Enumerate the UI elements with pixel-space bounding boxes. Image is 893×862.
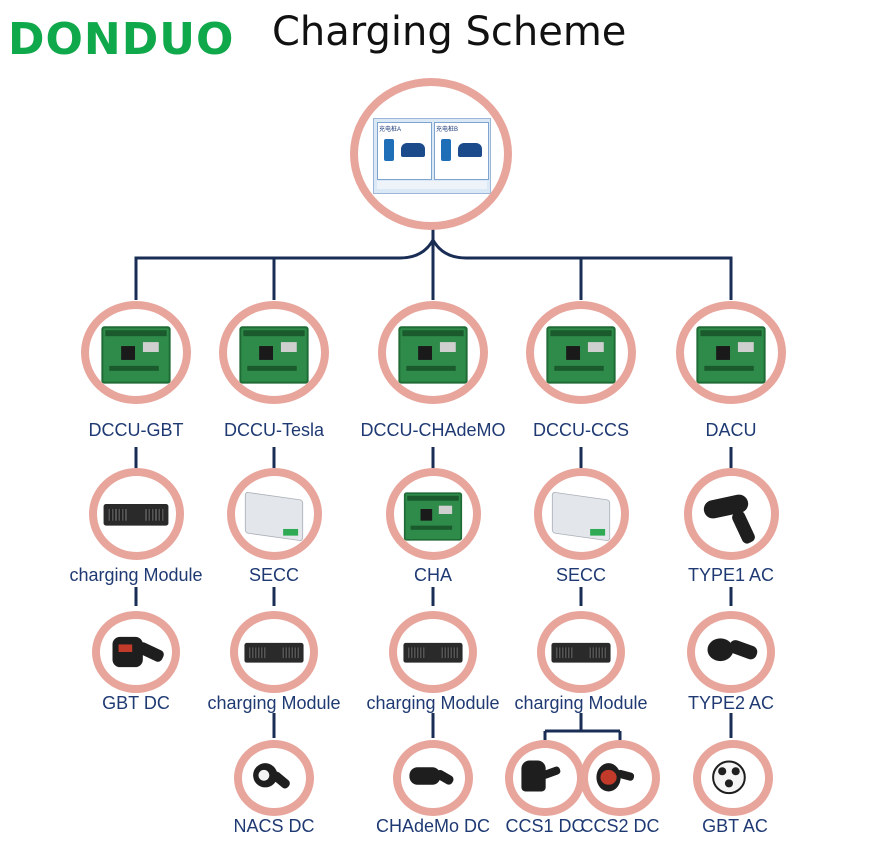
- screen-panel-b-title: 充电桩B: [436, 127, 459, 133]
- root-node: 充电桩A 充电桩B: [350, 78, 512, 230]
- level3-node-2: [230, 611, 318, 693]
- brand-logo: DONDUO: [8, 14, 235, 65]
- level1-label-4: DCCU-CCS: [533, 420, 629, 440]
- level3-label-3: charging Module: [366, 693, 500, 713]
- branch-left: [134, 239, 435, 300]
- level4-label-1: NACS DC: [233, 816, 315, 836]
- level4-node-5: [693, 740, 773, 816]
- branch-right: [431, 239, 733, 300]
- car-icon: [458, 143, 482, 157]
- level1-node-1: [81, 300, 191, 404]
- screen-panel-a-title: 充电桩A: [379, 127, 402, 133]
- nacs-dc-connector-icon: [244, 751, 305, 805]
- level3-node-5: [687, 611, 775, 693]
- level1-node-5: [676, 300, 786, 404]
- page-title: Charging Scheme: [272, 9, 627, 55]
- screen-status-bar: [377, 181, 487, 189]
- chademo-dc-connector-icon: [403, 751, 464, 805]
- level2-node-4: [533, 468, 629, 560]
- car-icon: [401, 143, 425, 157]
- level3-label-2: charging Module: [207, 693, 341, 713]
- pcb-board-icon: [388, 312, 477, 391]
- level2-label-4: SECC: [555, 565, 607, 585]
- level3-node-3: [389, 611, 477, 693]
- charging-module-icon: [399, 622, 467, 683]
- level1-label-5: DACU: [705, 420, 757, 440]
- level1-label-2: DCCU-Tesla: [223, 420, 325, 440]
- level3-node-1: [92, 611, 180, 693]
- level2-node-2: [226, 468, 322, 560]
- level4-node-4: [580, 740, 660, 816]
- ccs1-dc-connector-icon: [515, 751, 576, 805]
- level2-label-3: CHA: [413, 565, 453, 585]
- level3-label-4: charging Module: [514, 693, 648, 713]
- level4-node-2: [393, 740, 473, 816]
- level1-node-3: [378, 300, 488, 404]
- level1-label-3: DCCU-CHAdeMO: [360, 420, 506, 440]
- level2-label-2: SECC: [248, 565, 300, 585]
- level4-label-4: CCS2 DC: [580, 816, 660, 836]
- level2-label-5: TYPE1 AC: [687, 565, 775, 585]
- level2-node-5: [683, 468, 779, 560]
- charger-icon: [441, 139, 451, 161]
- level4-node-1: [234, 740, 314, 816]
- level4-node-3: [505, 740, 585, 816]
- charging-module-icon: [99, 481, 174, 548]
- charging-module-icon: [240, 622, 308, 683]
- level4-label-5: GBT AC: [702, 816, 768, 836]
- pcb-board-icon: [229, 312, 318, 391]
- level3-label-5: TYPE2 AC: [687, 693, 775, 713]
- pcb-board-icon: [396, 481, 471, 548]
- charger-icon: [384, 139, 394, 161]
- pcb-board-icon: [686, 312, 775, 391]
- level2-node-3: [385, 468, 481, 560]
- level2-label-1: charging Module: [69, 565, 203, 585]
- control-screen: 充电桩A 充电桩B: [373, 118, 491, 194]
- level4-label-2: CHAdeMo DC: [375, 816, 491, 836]
- level1-node-4: [526, 300, 636, 404]
- type1-connector-icon: [694, 481, 769, 548]
- level4-label-3: CCS1 DC: [505, 816, 585, 836]
- screen-panel-b: 充电桩B: [434, 122, 489, 180]
- secc-box-icon: [237, 481, 312, 548]
- screen-panel-a: 充电桩A: [377, 122, 432, 180]
- ccs2-dc-connector-icon: [590, 751, 651, 805]
- charging-module-icon: [547, 622, 615, 683]
- level1-label-1: DCCU-GBT: [88, 420, 184, 440]
- gbt-ac-connector-icon: [703, 751, 764, 805]
- level2-node-1: [88, 468, 184, 560]
- level3-node-4: [537, 611, 625, 693]
- level3-label-1: GBT DC: [102, 693, 170, 713]
- pcb-board-icon: [536, 312, 625, 391]
- type2-connector-icon: [697, 622, 765, 683]
- pcb-board-icon: [91, 312, 180, 391]
- link-c4-split: [543, 713, 622, 740]
- level1-node-2: [219, 300, 329, 404]
- gbt-dc-connector-icon: [102, 622, 170, 683]
- secc-box-icon: [544, 481, 619, 548]
